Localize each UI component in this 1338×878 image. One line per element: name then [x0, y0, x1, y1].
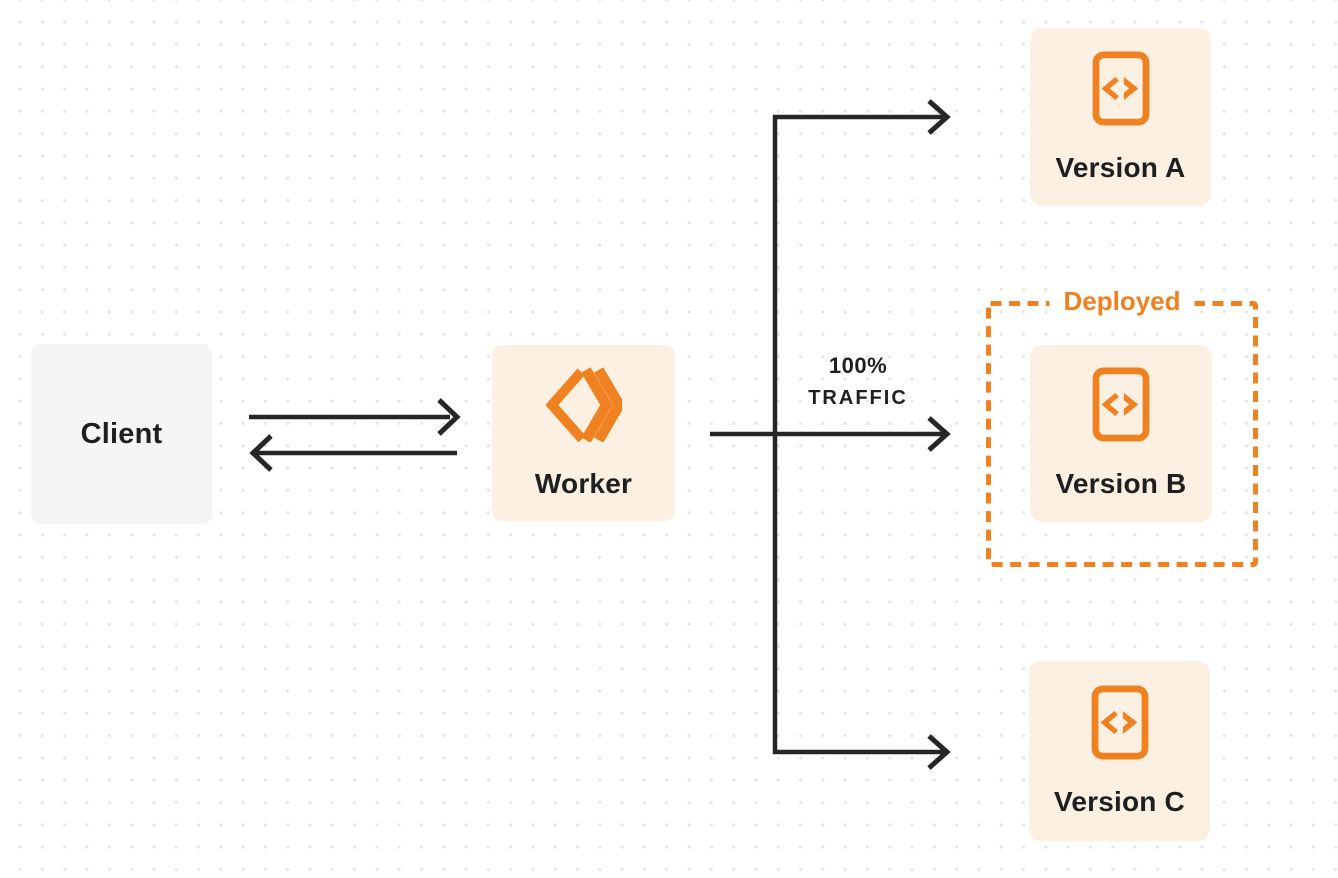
worker-to-version-b-arrowhead-icon: [927, 416, 951, 452]
worker-to-client-arrowhead-icon: [249, 434, 273, 472]
version-c-node: Version C: [1029, 661, 1210, 841]
traffic-word-text: TRAFFIC: [808, 387, 908, 409]
version-a-node-label: Version A: [1055, 151, 1186, 183]
code-file-icon: [1092, 50, 1149, 126]
worker-node: Worker: [492, 345, 675, 521]
deployed-group-label: Deployed: [1049, 286, 1195, 317]
branch-to-version-a-arrowhead-icon: [927, 99, 951, 135]
traffic-percent-text: 100%: [828, 353, 888, 378]
client-to-worker-arrowhead-icon: [437, 398, 461, 436]
client-node: Client: [31, 344, 212, 524]
client-node-label: Client: [80, 417, 163, 450]
version-c-node-label: Version C: [1054, 785, 1185, 817]
code-file-icon: [1092, 367, 1150, 442]
version-b-node: Version B: [1030, 345, 1212, 522]
version-a-node: Version A: [1030, 28, 1211, 206]
version-b-node-label: Version B: [1055, 468, 1187, 499]
workers-double-chevron-icon: [545, 367, 622, 442]
code-file-icon: [1091, 684, 1148, 760]
deployed-group-box: Deployed: [986, 286, 1258, 567]
branch-to-version-c-arrowhead-icon: [927, 734, 951, 770]
worker-node-label: Worker: [534, 468, 633, 499]
traffic-percentage-label: 100% TRAFFIC: [770, 350, 946, 414]
branch-trunk-line: [772, 114, 944, 755]
